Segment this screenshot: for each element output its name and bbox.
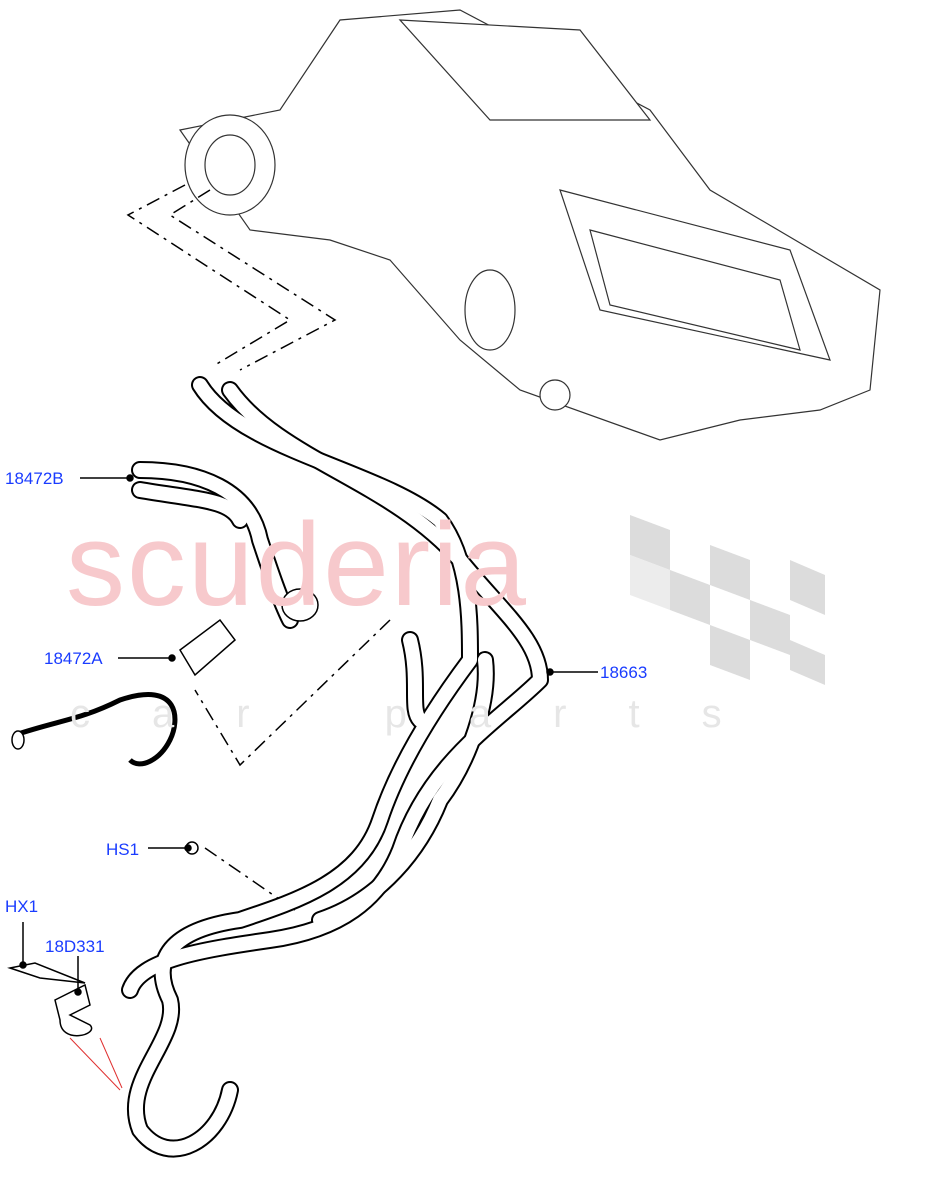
callout-18D331[interactable]: 18D331 (45, 937, 105, 956)
hvac-unit (178, 9, 881, 441)
coolant-hoses-inner (123, 378, 547, 1156)
watermark-sub: car parts (70, 692, 784, 736)
valve-18472A (7, 588, 319, 1037)
callout-18472B[interactable]: 18472B (5, 469, 64, 488)
callout-HS1[interactable]: HS1 (106, 840, 140, 859)
callout-18472A[interactable]: 18472A (44, 649, 103, 668)
callout-18663[interactable]: 18663 (600, 663, 648, 682)
callout-HX1[interactable]: HX1 (5, 897, 39, 916)
callout-leaders (19, 474, 598, 1091)
watermark-brand: scuderia (66, 499, 529, 631)
checkered-flag-logo (630, 515, 825, 685)
